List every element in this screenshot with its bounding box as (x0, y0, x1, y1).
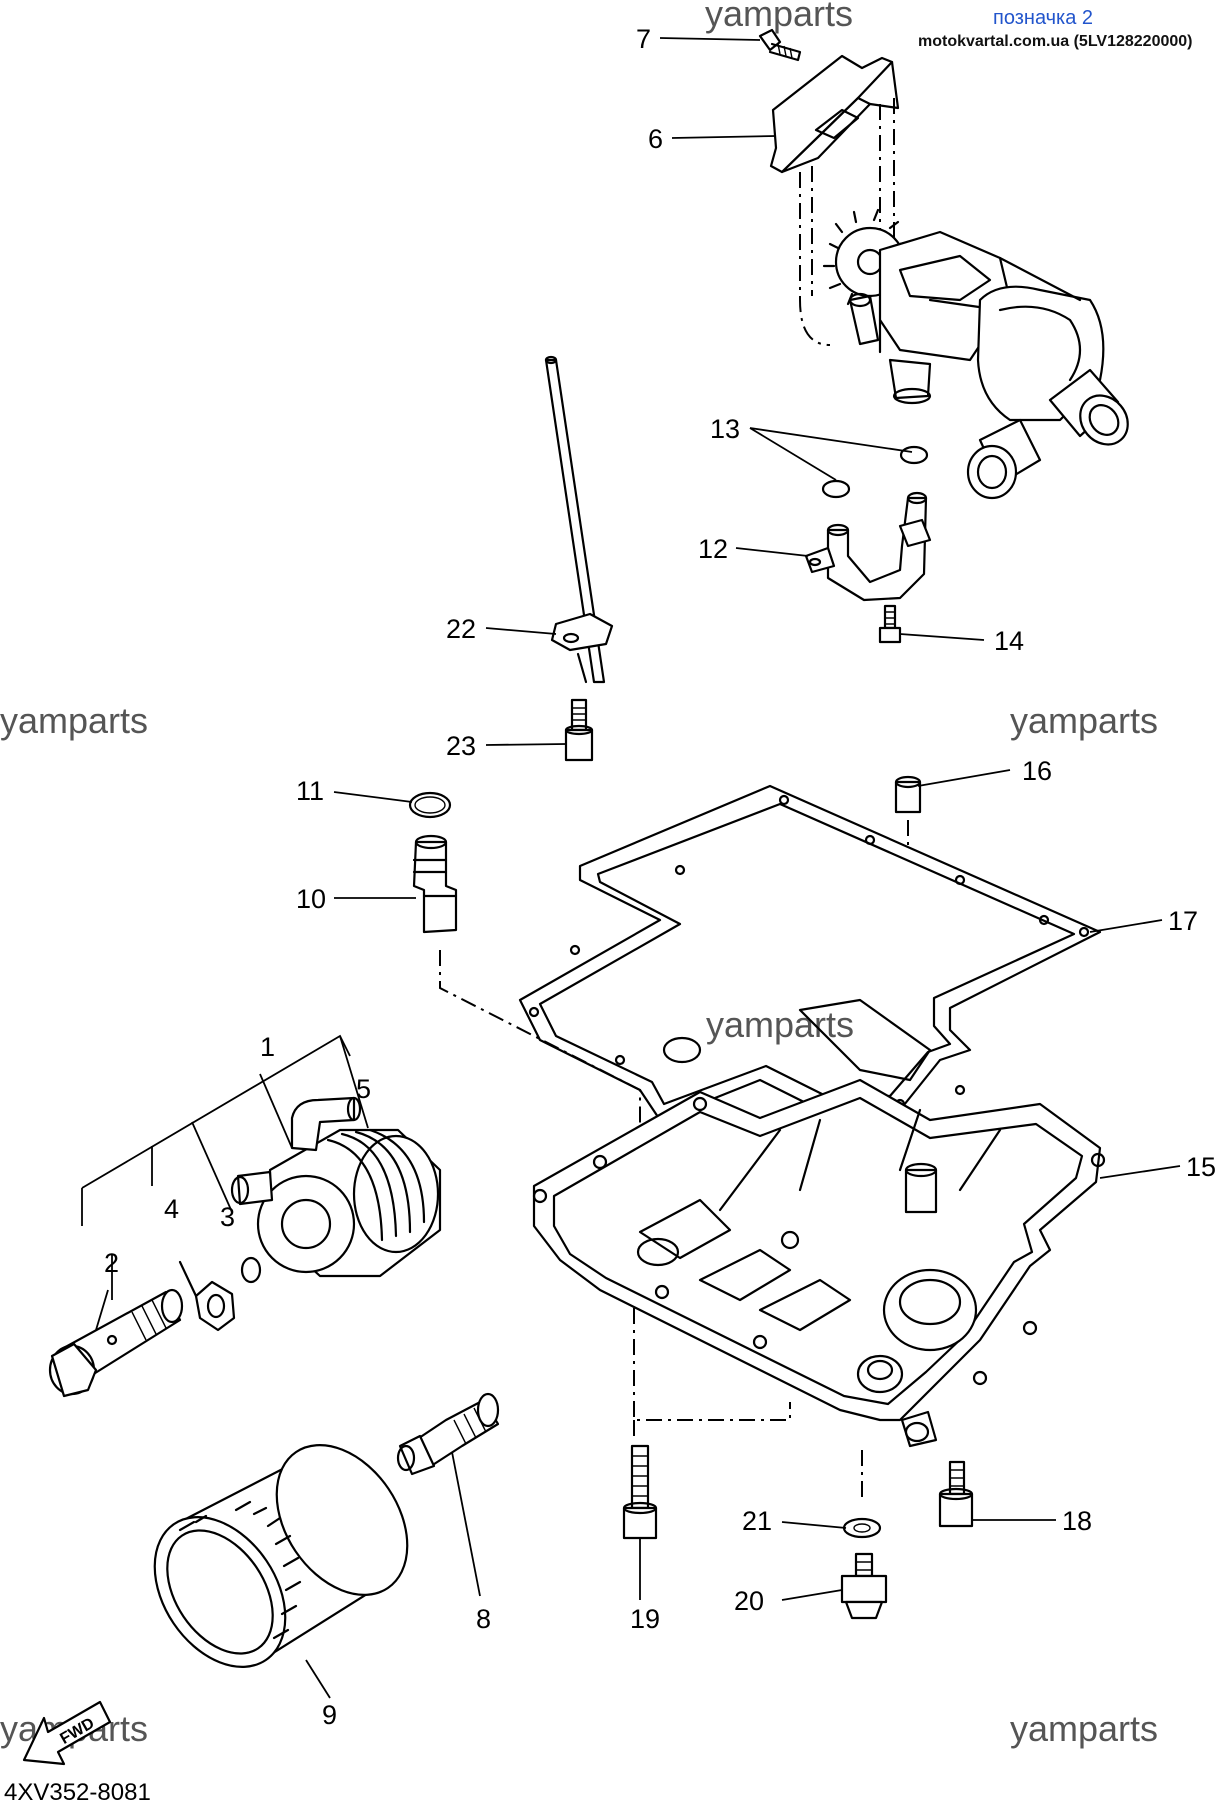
watermark-top: yamparts (705, 0, 853, 34)
strainer-o-ring (408, 791, 452, 819)
leader-lines (95, 37, 1181, 1699)
callout-8: 8 (476, 1604, 491, 1634)
strainer-pipe (412, 834, 641, 1240)
callout-23: 23 (446, 731, 476, 761)
drive-chain (799, 98, 895, 346)
callout-7: 7 (636, 24, 651, 54)
pan-bolt-right (938, 1460, 974, 1528)
oil-pump (822, 208, 1129, 500)
cooler-o-ring (240, 1256, 262, 1284)
o-ring-b (899, 445, 929, 465)
filter-stud (396, 1392, 500, 1476)
oil-pan-gasket (518, 784, 1102, 1152)
callout-11: 11 (296, 776, 324, 806)
o-ring-a (821, 479, 851, 499)
callout-5: 5 (356, 1074, 371, 1104)
pan-bolt-long (622, 1444, 658, 1540)
oil-pipe (804, 491, 932, 602)
dipstick-tube (544, 355, 614, 684)
callout-13: 13 (710, 414, 740, 444)
callout-14: 14 (994, 626, 1024, 656)
callout-15: 15 (1186, 1152, 1216, 1182)
callout-3: 3 (220, 1202, 235, 1232)
callout-21: 21 (742, 1506, 772, 1536)
callout-6: 6 (648, 124, 663, 154)
oil-cooler (230, 1096, 442, 1278)
assembly-bracket (81, 1034, 369, 1226)
oil-pan (532, 1078, 1106, 1448)
callout-17: 17 (1168, 906, 1198, 936)
pipe-bolt (878, 604, 902, 644)
diagram-code: 4XV352-8081 (4, 1779, 151, 1806)
oil-filter (153, 1444, 409, 1668)
pan-bolt-guide (633, 1308, 791, 1421)
site-reference: motokvartal.com.ua (5LV128220000) (918, 33, 1193, 50)
drain-bolt (840, 1552, 888, 1620)
callout-22: 22 (446, 614, 476, 644)
union-bolt (48, 1288, 184, 1398)
callout-20: 20 (734, 1586, 764, 1616)
lock-washer (178, 1260, 236, 1332)
callout-10: 10 (296, 884, 326, 914)
callout-4: 4 (164, 1194, 179, 1224)
dowel-pin (894, 775, 922, 850)
watermark-center: yamparts (706, 1004, 854, 1045)
callout-1: 1 (260, 1032, 275, 1062)
callout-9: 9 (322, 1700, 337, 1730)
callout-12: 12 (698, 534, 728, 564)
watermark-right: yamparts (1010, 700, 1158, 741)
callout-numbers: 1 2 3 4 5 6 7 8 9 10 11 12 13 14 15 16 1… (104, 24, 1216, 1730)
callout-19: 19 (630, 1604, 660, 1634)
watermark-left: yamparts (0, 700, 148, 741)
guide-bolt (758, 28, 802, 62)
callout-18: 18 (1062, 1506, 1092, 1536)
callout-16: 16 (1022, 756, 1052, 786)
tag-label: позначка 2 (993, 7, 1093, 29)
chain-guide (769, 54, 900, 174)
callout-2: 2 (104, 1248, 119, 1278)
watermark-bottom-right: yamparts (1010, 1708, 1158, 1749)
drain-gasket (842, 1517, 882, 1539)
dipstick-bolt (564, 698, 594, 762)
